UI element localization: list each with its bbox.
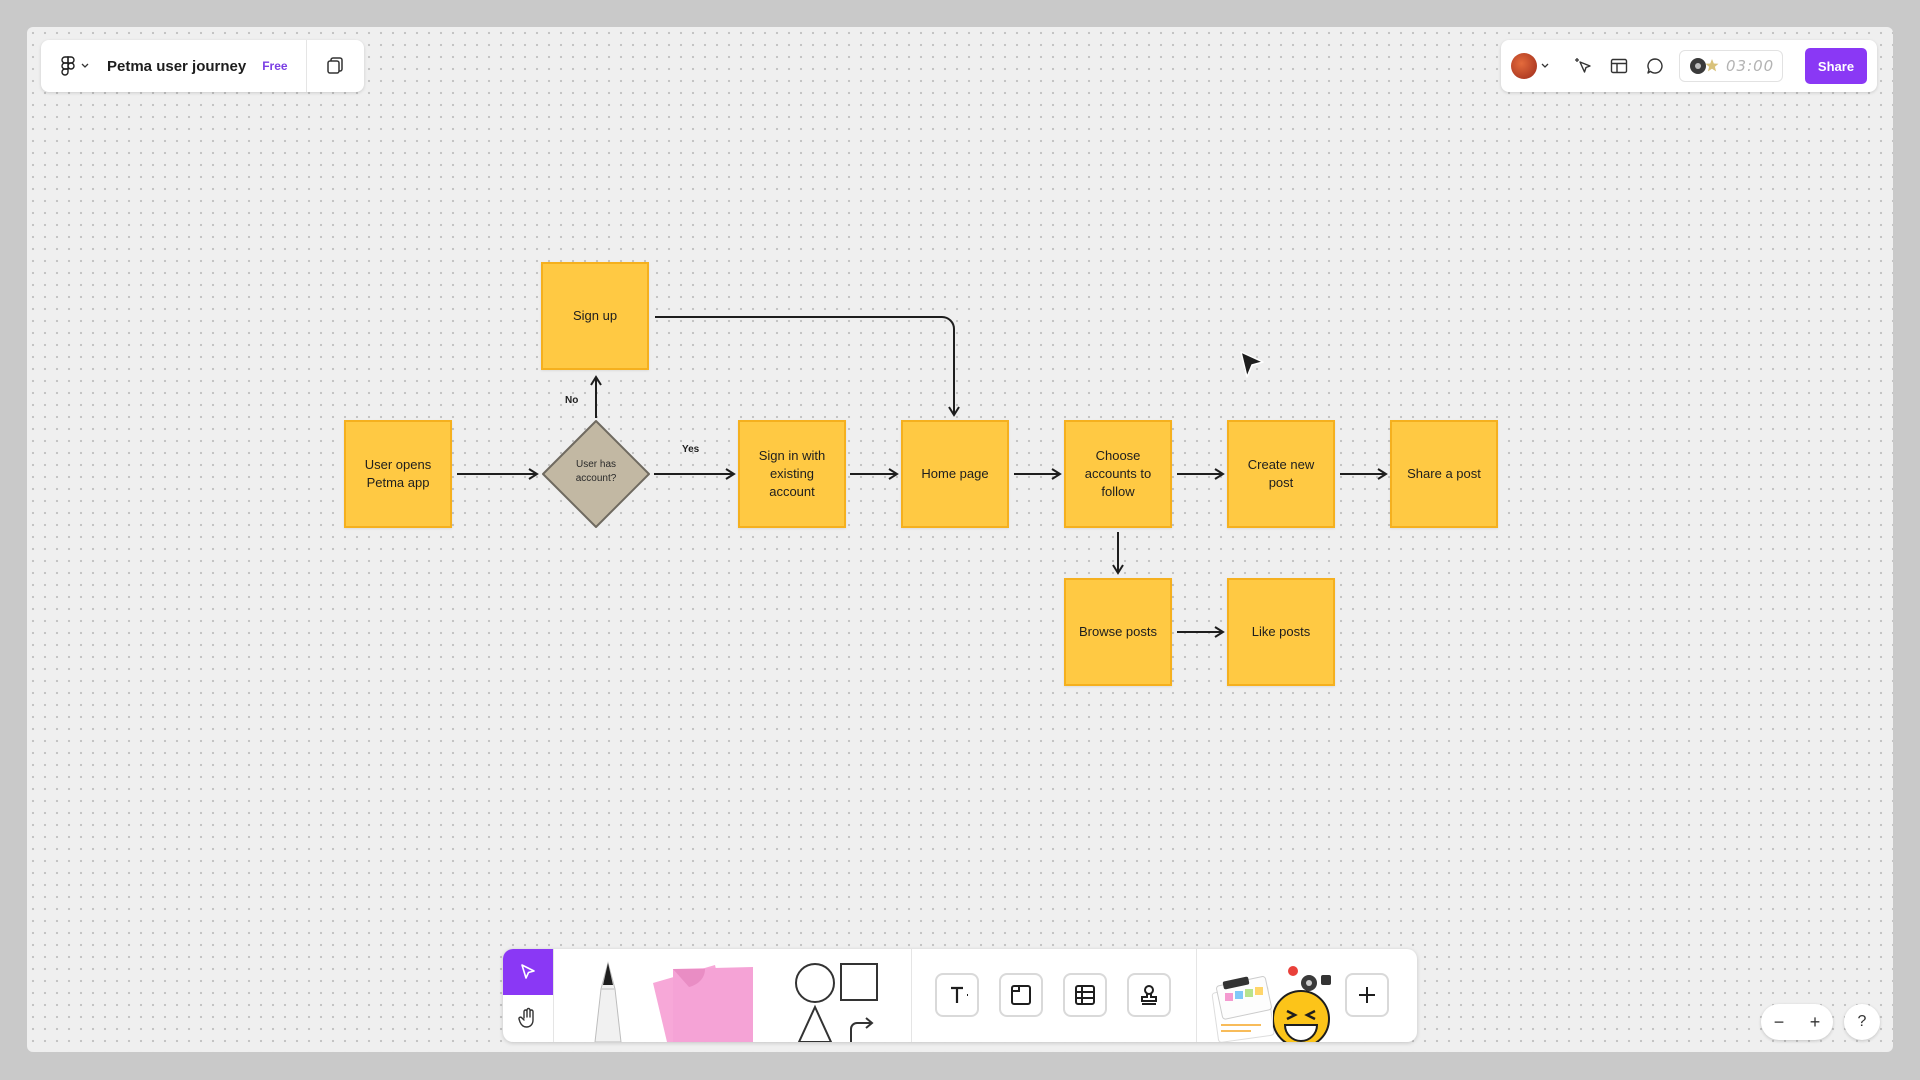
layout-button[interactable]	[1605, 52, 1633, 80]
section-icon	[1011, 985, 1031, 1005]
sticky-note-start[interactable]: User opens Petma app	[344, 420, 452, 528]
divider	[911, 949, 912, 1042]
layout-icon	[1610, 58, 1628, 74]
hand-tool-button[interactable]	[503, 995, 553, 1041]
pointer-icon	[521, 964, 535, 979]
diamond-shape	[542, 420, 650, 528]
share-button[interactable]: Share	[1805, 48, 1867, 84]
figma-logo-icon	[61, 56, 75, 76]
decision-node[interactable]	[541, 419, 651, 529]
ai-sparkle-button[interactable]	[1569, 52, 1597, 80]
collaborator-cursor-icon	[1240, 351, 1264, 378]
sticky-note-browse[interactable]: Browse posts	[1064, 578, 1172, 686]
file-title[interactable]: Petma user journey	[107, 57, 247, 75]
sticky-note-icon	[653, 965, 753, 1042]
plus-icon	[1359, 987, 1375, 1003]
shapes-icon	[795, 963, 878, 1042]
pages-icon	[326, 57, 343, 74]
divider	[305, 40, 307, 92]
comments-button[interactable]	[1641, 52, 1669, 80]
comment-icon	[1647, 58, 1663, 74]
section-tool-button[interactable]	[999, 973, 1043, 1017]
sticky-tool-button[interactable]	[653, 949, 753, 1042]
sticky-note-share[interactable]: Share a post	[1390, 420, 1498, 528]
divider	[1196, 949, 1197, 1042]
sticky-note-create[interactable]: Create new post	[1227, 420, 1335, 528]
templates-icon	[1211, 976, 1275, 1042]
hand-icon	[518, 1007, 534, 1028]
timer-value: 03:00	[1726, 57, 1775, 75]
plan-badge[interactable]: Free	[262, 59, 288, 73]
zoom-in-button[interactable]: +	[1809, 1011, 1821, 1032]
stamp-icon	[1141, 985, 1157, 1005]
connector-label-yes: Yes	[682, 444, 700, 455]
avatar[interactable]	[1511, 53, 1537, 79]
timer-dial-icon	[1690, 58, 1719, 74]
zoom-out-button[interactable]: −	[1773, 1011, 1785, 1032]
sticky-note-signup[interactable]: Sign up	[541, 262, 649, 370]
timer-widget[interactable]: 03:00	[1679, 50, 1784, 82]
shapes-tool-button[interactable]	[793, 963, 883, 1042]
stamp-tool-button[interactable]	[1127, 973, 1171, 1017]
select-tool-button[interactable]	[503, 949, 553, 995]
board-canvas[interactable]	[27, 27, 1893, 1052]
main-menu-button[interactable]	[41, 56, 99, 76]
sticky-note-home[interactable]: Home page	[901, 420, 1009, 528]
help-button[interactable]: ?	[1844, 1004, 1880, 1040]
multiplayer-menu[interactable]	[1511, 53, 1549, 79]
pen-icon	[594, 961, 622, 1042]
table-tool-button[interactable]	[1063, 973, 1107, 1017]
file-panel: Petma user journey Free	[41, 40, 364, 92]
pages-button[interactable]	[307, 56, 363, 76]
bottom-toolbar	[503, 949, 1417, 1042]
pen-tool-button[interactable]	[573, 949, 643, 1042]
sparkle-cursor-icon	[1575, 58, 1591, 73]
text-icon	[951, 986, 968, 1003]
sticky-note-like[interactable]: Like posts	[1227, 578, 1335, 686]
emoji-widget-icon	[1272, 966, 1331, 1042]
decision-label: User has account?	[575, 459, 617, 484]
chevron-down-icon	[1541, 63, 1549, 68]
sticky-note-signin[interactable]: Sign in with existing account	[738, 420, 846, 528]
templates-button[interactable]	[1211, 963, 1275, 1042]
more-tools-button[interactable]	[1345, 973, 1389, 1017]
connector-label-no: No	[565, 395, 579, 406]
sticky-note-choose[interactable]: Choose accounts to follow	[1064, 420, 1172, 528]
chevron-down-icon	[81, 63, 89, 68]
table-icon	[1075, 985, 1095, 1005]
divider	[553, 949, 554, 1042]
text-tool-button[interactable]	[935, 973, 979, 1017]
header-actions: 03:00 Share	[1501, 40, 1877, 92]
zoom-controls: − +	[1761, 1004, 1833, 1040]
widgets-button[interactable]	[1272, 959, 1335, 1042]
